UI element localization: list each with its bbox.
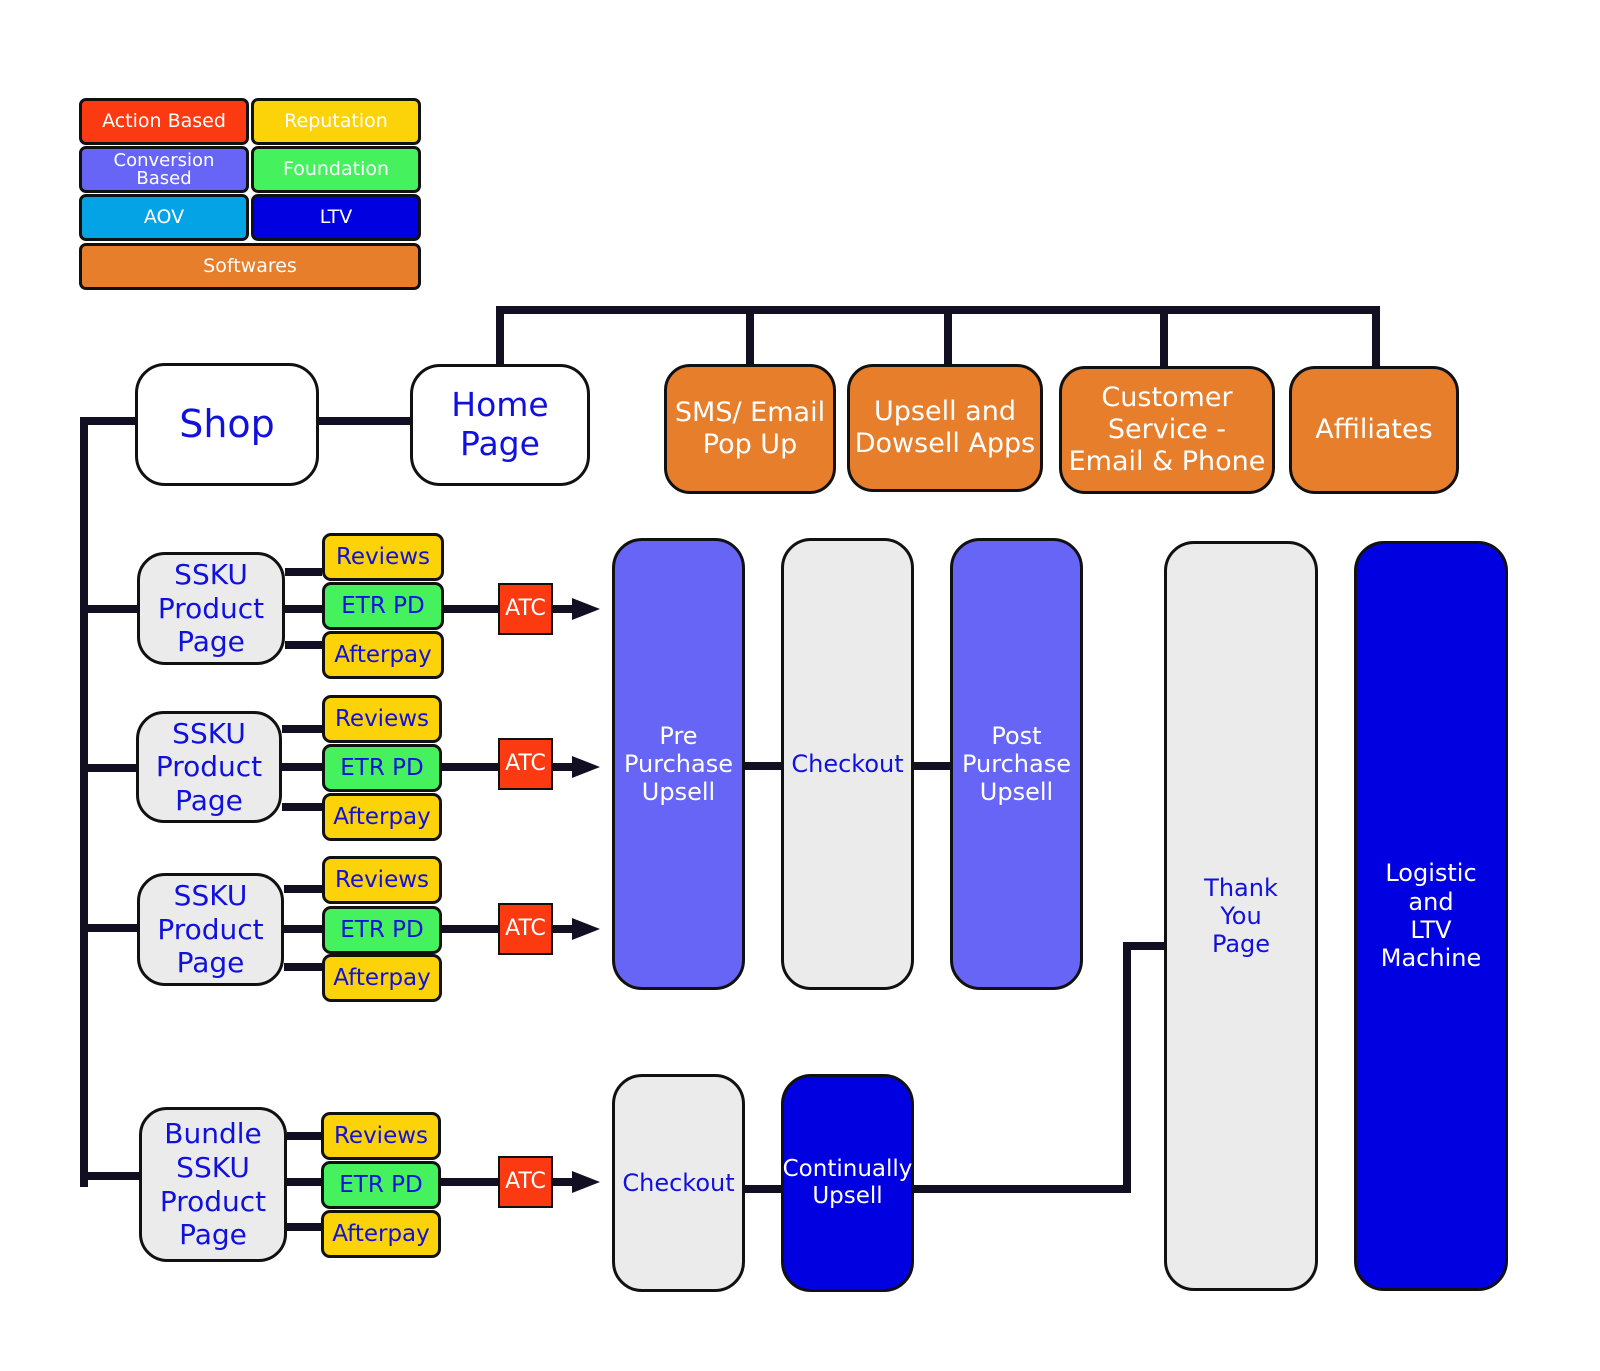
legend-aov: AOV (79, 194, 249, 241)
afterpay-tag-2: Afterpay (322, 793, 442, 841)
arrow-pp2 (572, 756, 600, 778)
afterpay-tag-3: Afterpay (322, 954, 442, 1002)
etr-pd-tag-2: ETR PD (322, 744, 442, 792)
shop-node: Shop (135, 363, 319, 486)
etr-pd-tag-1: ETR PD (322, 582, 444, 630)
atc-button-2[interactable]: ATC (498, 738, 553, 790)
etr-pd-tag-bundle: ETR PD (321, 1161, 441, 1209)
afterpay-tag-bundle: Afterpay (321, 1210, 441, 1258)
customer-service-node: Customer Service - Email & Phone (1059, 366, 1275, 494)
afterpay-tag-1: Afterpay (322, 631, 444, 679)
reviews-tag-2: Reviews (322, 695, 442, 743)
bundle-product-page: Bundle SSKU Product Page (139, 1107, 287, 1262)
post-purchase-upsell-node: Post Purchase Upsell (950, 538, 1083, 990)
sms-email-popup-node: SMS/ Email Pop Up (664, 364, 836, 494)
thank-you-page-node: Thank You Page (1164, 541, 1318, 1291)
legend-conversion-based: Conversion Based (79, 146, 249, 193)
product-page-3: SSKU Product Page (137, 873, 284, 986)
arrow-bundle (572, 1171, 600, 1193)
reviews-tag-bundle: Reviews (321, 1112, 441, 1160)
arrow-pp3 (572, 918, 600, 940)
legend-foundation: Foundation (251, 146, 421, 193)
arrow-pp1 (572, 598, 600, 620)
continually-upsell-node: Continually Upsell (781, 1074, 914, 1292)
checkout-node: Checkout (781, 538, 914, 990)
bundle-checkout-node: Checkout (612, 1074, 745, 1292)
logistic-ltv-machine-node: Logistic and LTV Machine (1354, 541, 1508, 1291)
line-left-spine (80, 417, 135, 1187)
legend-action-based: Action Based (79, 98, 249, 145)
legend-reputation: Reputation (251, 98, 421, 145)
product-page-2: SSKU Product Page (136, 711, 282, 823)
reviews-tag-3: Reviews (322, 856, 442, 904)
home-page-node: Home Page (410, 364, 590, 486)
legend-softwares: Softwares (79, 243, 421, 290)
etr-pd-tag-3: ETR PD (322, 906, 442, 954)
upsell-downsell-apps-node: Upsell and Dowsell Apps (847, 364, 1043, 492)
line-upsell-thankyou (912, 942, 1166, 1193)
line-top-bar (496, 306, 1380, 366)
reviews-tag-1: Reviews (322, 533, 444, 581)
product-page-1: SSKU Product Page (137, 552, 285, 665)
legend-ltv: LTV (251, 194, 421, 241)
affiliates-node: Affiliates (1289, 366, 1459, 494)
atc-button-3[interactable]: ATC (498, 903, 553, 955)
atc-button-1[interactable]: ATC (498, 583, 553, 635)
pre-purchase-upsell-node: Pre Purchase Upsell (612, 538, 745, 990)
atc-button-bundle[interactable]: ATC (498, 1156, 553, 1208)
